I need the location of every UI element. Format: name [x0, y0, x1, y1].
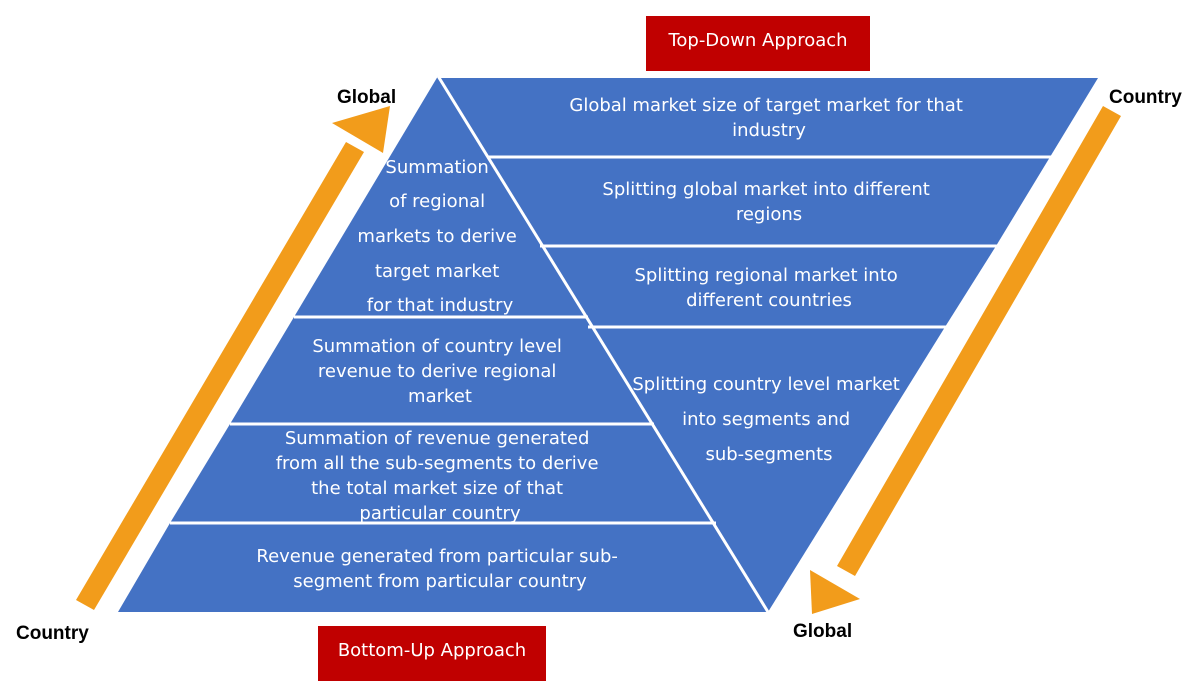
- bottom-up-step-2-text: Summation of country level revenue to de…: [312, 336, 567, 407]
- top-down-band-3: [540, 246, 996, 327]
- bottom-up-band-1: [294, 76, 588, 317]
- bottom-up-approach-title: Bottom-Up Approach: [338, 640, 526, 661]
- bottom-up-end-label: Global: [337, 87, 396, 108]
- top-down-step-4-text: Splitting country level market into segm…: [632, 374, 905, 465]
- bottom-up-approach-box: Bottom-Up Approach: [318, 626, 546, 681]
- bottom-up-step-4-text: Revenue generated from particular sub- s…: [256, 546, 623, 592]
- bottom-up-step-3-text: Summation of revenue generated from all …: [276, 428, 605, 524]
- top-down-end-label: Global: [793, 621, 852, 642]
- bottom-up-band-3: [170, 424, 716, 523]
- top-down-approach-box: Top-Down Approach: [646, 16, 870, 71]
- bottom-up-band-2: [230, 317, 654, 424]
- bottom-up-triangle: [118, 76, 768, 612]
- top-down-approach-title: Top-Down Approach: [667, 30, 847, 51]
- top-down-step-1-text: Global market size of target market for …: [569, 95, 968, 141]
- top-down-band-1: [440, 78, 1098, 157]
- arrow-down-left-icon: [810, 106, 1121, 614]
- bottom-up-step-1-text: Summation of regional markets to derive …: [357, 157, 522, 316]
- band-separators: [170, 75, 1052, 613]
- top-down-triangle: [440, 78, 1098, 612]
- top-down-start-label: Country: [1109, 87, 1182, 108]
- bottom-up-start-label: Country: [16, 623, 89, 644]
- bottom-up-band-4: [118, 523, 768, 612]
- top-down-band-4: [588, 327, 945, 612]
- top-down-step-2-text: Splitting global market into different r…: [602, 179, 935, 225]
- top-down-band-2: [488, 157, 1050, 246]
- top-down-step-3-text: Splitting regional market into different…: [634, 265, 903, 311]
- arrow-up-right-icon: [76, 106, 390, 610]
